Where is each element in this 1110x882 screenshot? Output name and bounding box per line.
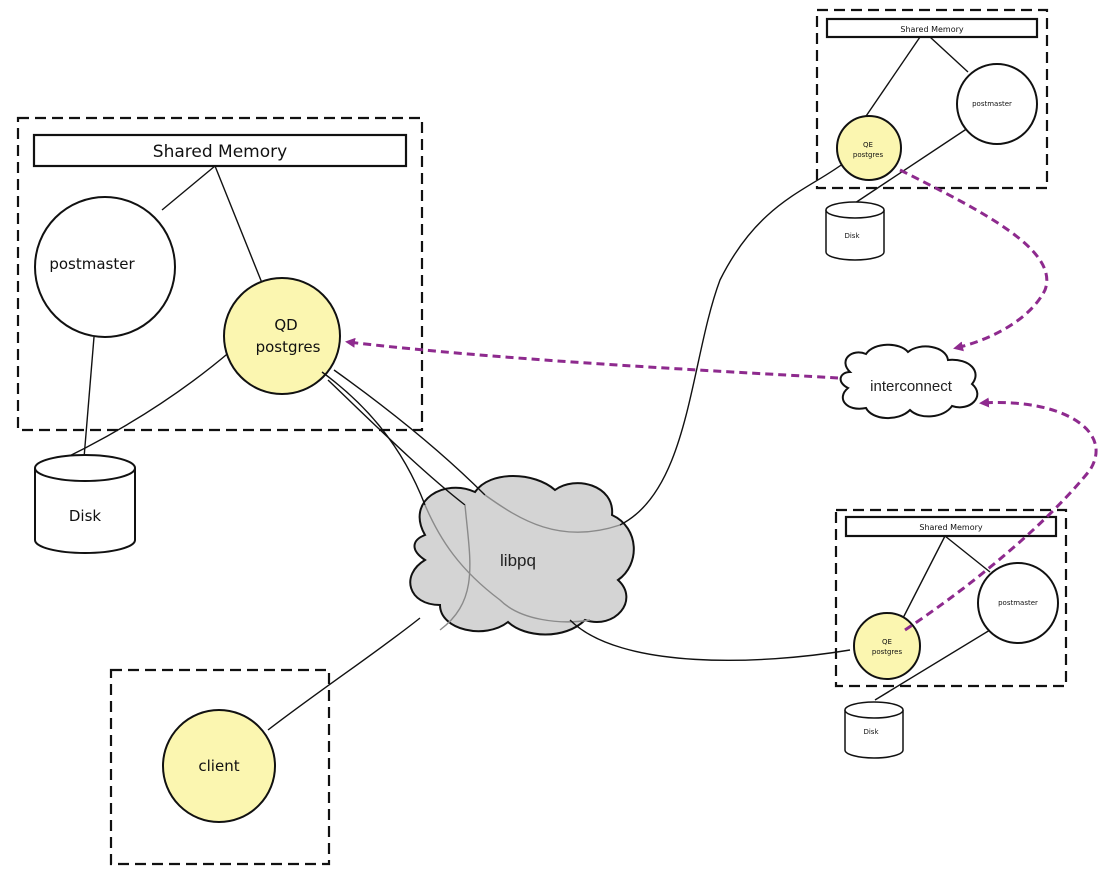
libpq-seg2-line: [569, 619, 851, 662]
libpq-client-line: [267, 617, 421, 731]
seg1-qe-label-line1: QE: [863, 141, 873, 149]
seg1-shm-postmaster-line: [929, 36, 969, 73]
client-host-boundary: [109, 668, 331, 866]
seg2-shm-postmaster-line: [944, 535, 991, 573]
qd-label-line1: QD: [274, 316, 297, 334]
seg2-qe-label-line2: postgres: [872, 648, 903, 656]
seg2-postmaster-node: [977, 562, 1059, 644]
libpq-label: libpq: [500, 551, 536, 570]
seg2-postmaster-label: postmaster: [998, 599, 1038, 607]
master-shared-memory-bar: [32, 133, 408, 168]
master-disk-label: Disk: [69, 507, 102, 525]
seg1-postmaster-label: postmaster: [972, 100, 1012, 108]
seg2-to-interconnect-arrow: [904, 397, 1098, 632]
master-shm-qd-line: [214, 165, 263, 284]
qd-libpq-line-1: [321, 371, 426, 506]
seg1-postmaster-node: [956, 63, 1038, 145]
seg2-postmaster-disk-line: [874, 629, 991, 701]
libpq-inner-path-1: [424, 504, 591, 623]
libpq-inner-path-2: [484, 494, 621, 533]
libpq-seg1-line: [619, 159, 849, 526]
seg2-qe-node: [853, 612, 921, 680]
libpq-cloud: libpq: [409, 475, 635, 636]
master-host: Shared Memory postmaster QD postgres: [16, 116, 424, 471]
segment-host-1: Shared Memory postmaster QE postgres: [815, 8, 1049, 206]
seg2-shared-memory-bar: [844, 515, 1058, 538]
libpq-connections: [267, 159, 851, 731]
master-shared-memory-label: Shared Memory: [153, 142, 287, 162]
segment2-boundary: [834, 508, 1068, 688]
segment-host-2: Shared Memory postmaster QE postgres: [834, 508, 1068, 701]
client-node: [162, 709, 276, 823]
master-host-boundary: [16, 116, 424, 432]
seg1-disk-label: Disk: [844, 232, 860, 240]
seg1-to-interconnect-arrow: [899, 168, 1049, 352]
seg1-shared-memory-bar: [825, 17, 1039, 39]
seg2-qe-label-line1: QE: [882, 638, 892, 646]
master-postmaster-node: [34, 196, 176, 338]
interconnect-arrows: [345, 168, 1098, 632]
qd-libpq-line-2: [327, 379, 466, 506]
interconnect-cloud: interconnect: [839, 343, 979, 419]
client-label: client: [198, 757, 239, 775]
interconnect-to-qd-arrow: [345, 337, 839, 380]
seg1-qe-node: [836, 115, 902, 181]
seg1-shm-qe-line: [861, 36, 921, 123]
seg1-shared-memory-label: Shared Memory: [900, 25, 964, 34]
qd-libpq-line-3: [333, 369, 486, 496]
master-postmaster-label: postmaster: [49, 255, 135, 273]
segment1-disk: Disk: [825, 201, 885, 261]
seg2-disk-label: Disk: [863, 728, 879, 736]
segment2-disk: Disk: [844, 701, 904, 759]
qd-label-line2: postgres: [256, 338, 321, 356]
seg1-qe-label-line2: postgres: [853, 151, 884, 159]
master-postmaster-disk-line: [83, 336, 95, 459]
master-shm-postmaster-line: [161, 165, 216, 211]
qd-postgres-node: [223, 277, 341, 395]
libpq-inner-path-3: [439, 504, 471, 631]
seg2-shm-qe-line: [901, 535, 946, 621]
interconnect-label: interconnect: [870, 378, 953, 395]
master-disk: Disk: [34, 454, 136, 554]
master-qd-disk-line: [39, 349, 233, 471]
seg2-shared-memory-label: Shared Memory: [919, 523, 983, 532]
client-host: client: [109, 668, 331, 866]
seg1-postmaster-disk-line: [851, 127, 969, 206]
